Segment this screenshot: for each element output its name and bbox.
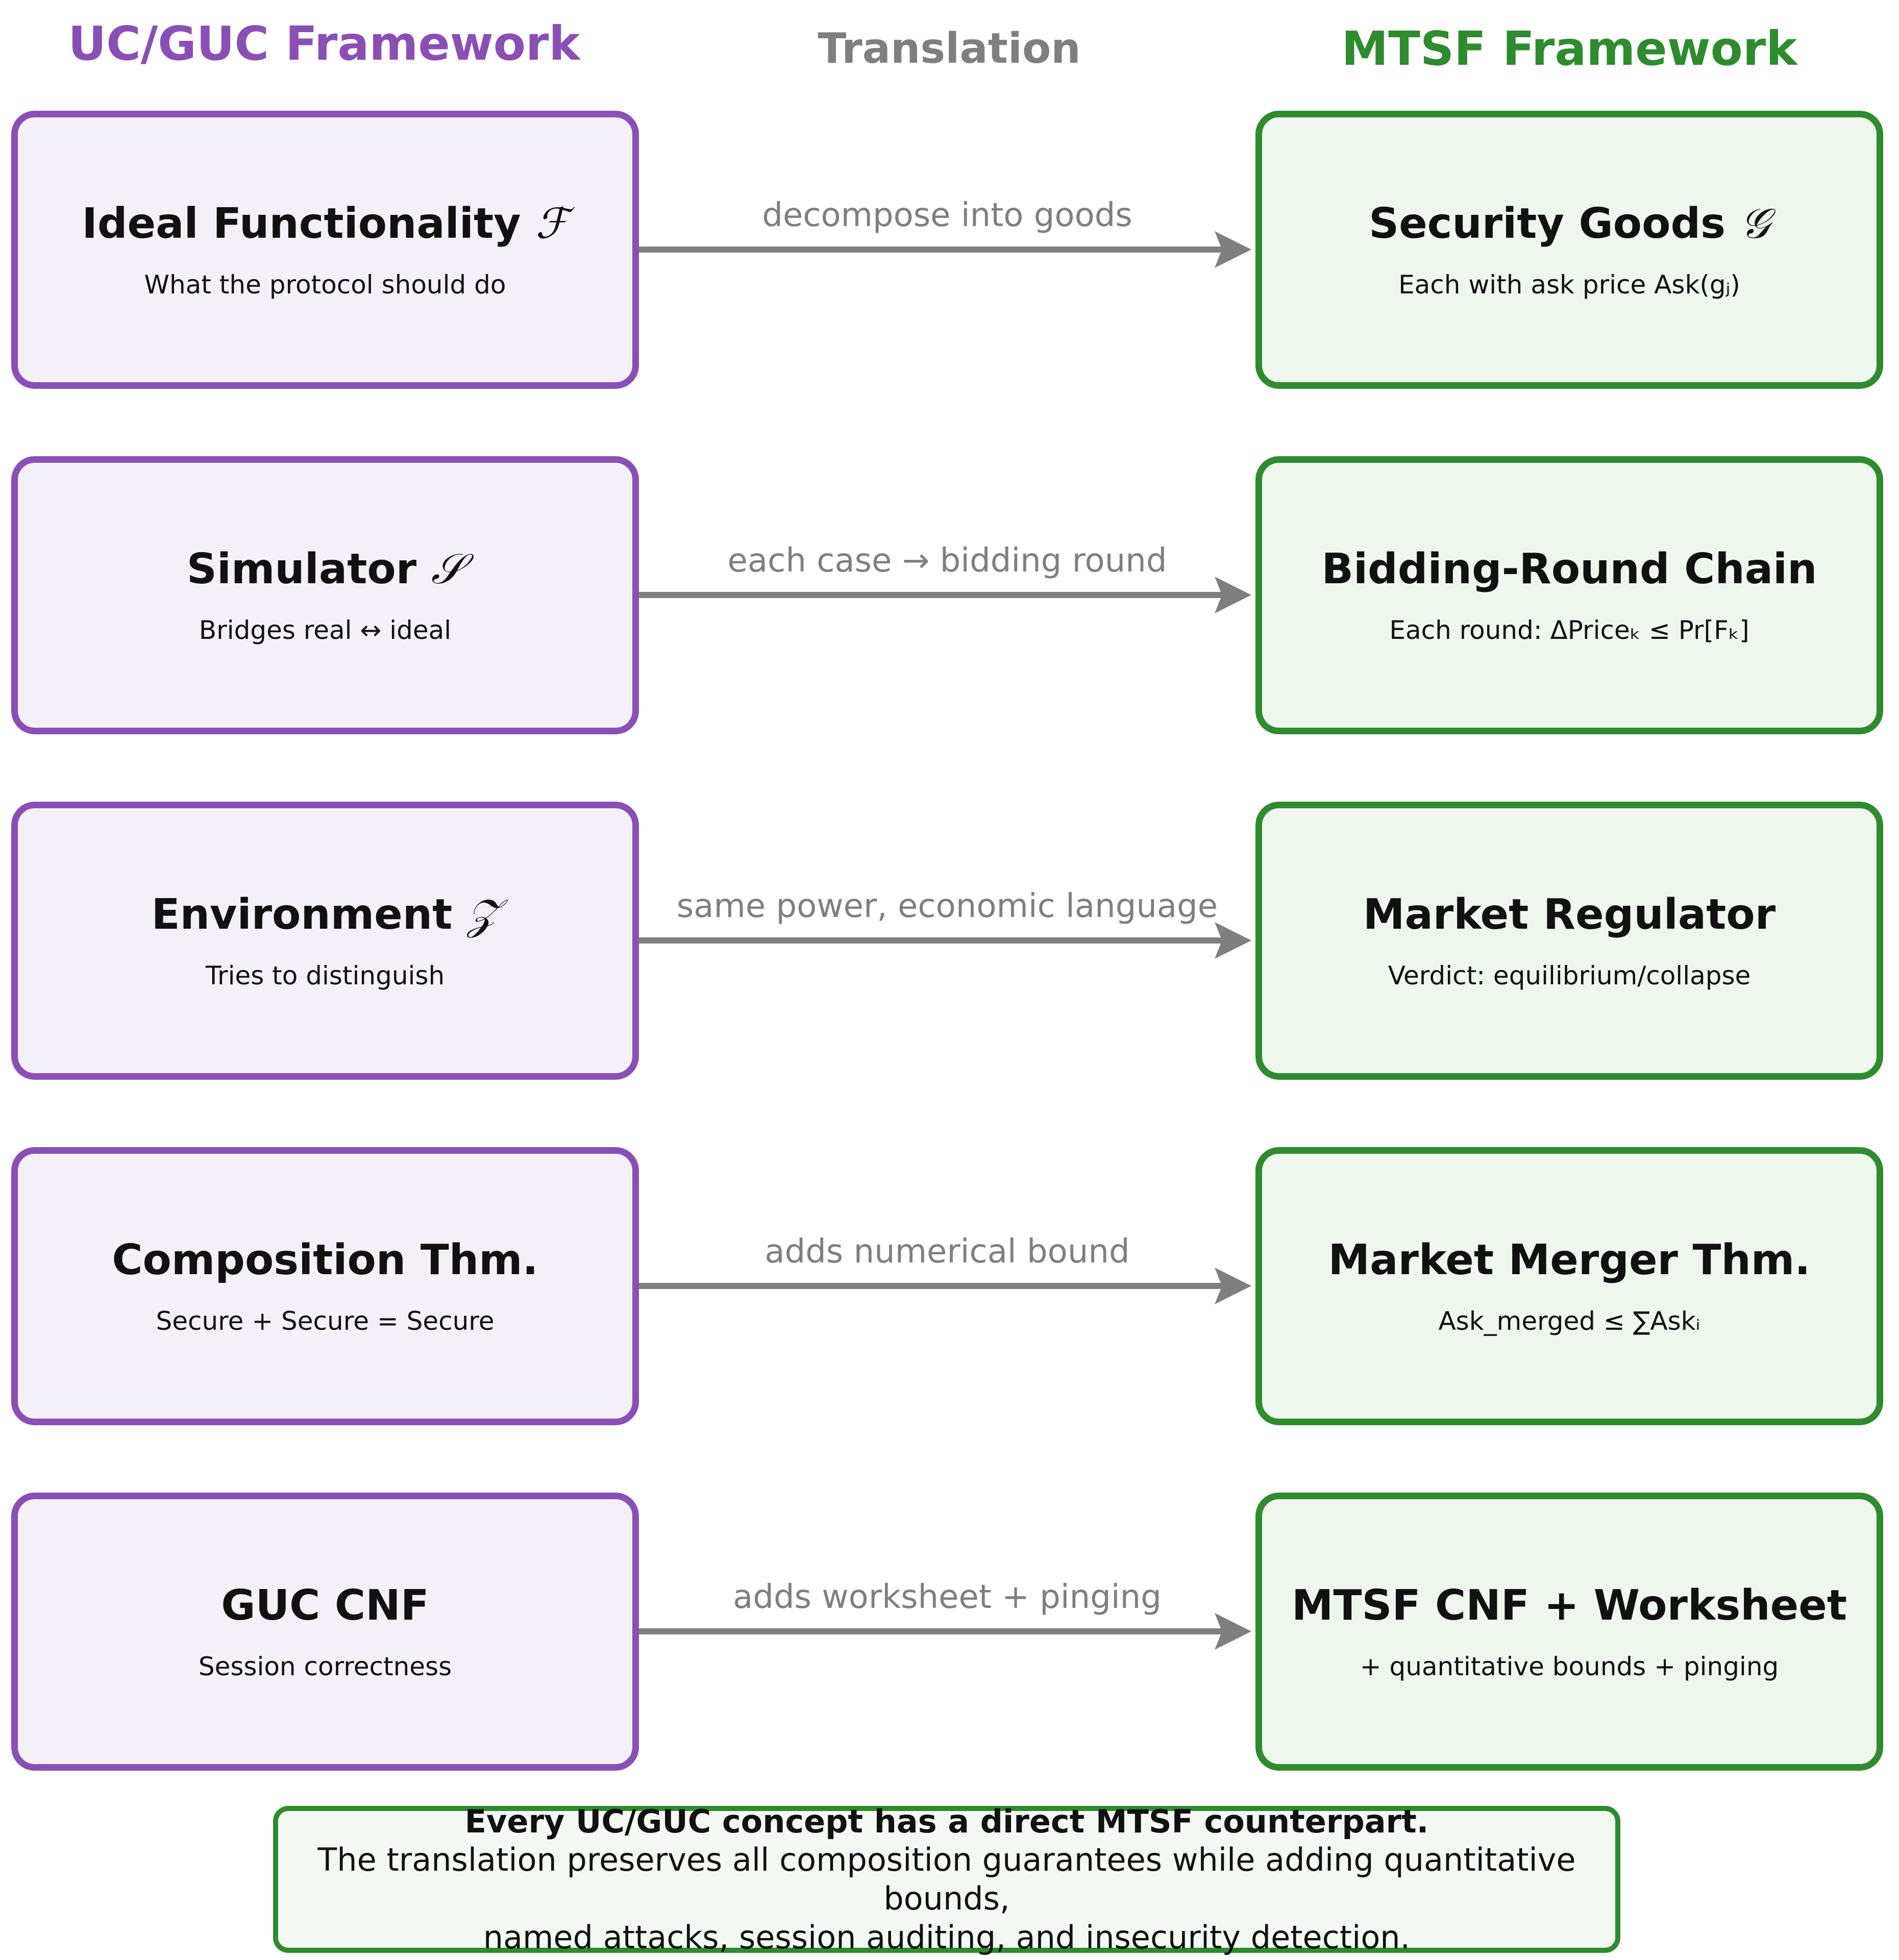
mtsf-cnf-worksheet-subtitle: + quantitative bounds + pinging: [1360, 1651, 1779, 1681]
summary-line-3: named attacks, session auditing, and ins…: [483, 1918, 1411, 1956]
ideal-functionality-box: Ideal Functionality ℱ What the protocol …: [11, 111, 639, 389]
arrow-label-row-1: decompose into goods: [762, 196, 1132, 234]
composition-thm-title: Composition Thm.: [112, 1236, 538, 1285]
uc-guc-framework-header: UC/GUC Framework: [68, 16, 580, 71]
mtsf-cnf-worksheet-title: MTSF CNF + Worksheet: [1291, 1581, 1847, 1630]
environment-subtitle: Tries to distinguish: [205, 960, 445, 990]
summary-headline: Every UC/GUC concept has a direct MTSF c…: [464, 1802, 1429, 1840]
mtsf-cnf-worksheet-box: MTSF CNF + Worksheet + quantitative boun…: [1255, 1493, 1883, 1771]
market-regulator-subtitle: Verdict: equilibrium/collapse: [1388, 960, 1751, 990]
arrow-label-row-3: same power, economic language: [676, 887, 1218, 925]
mtsf-framework-header: MTSF Framework: [1341, 21, 1797, 76]
arrow-label-row-5: adds worksheet + pinging: [733, 1578, 1162, 1616]
environment-title: Environment 𝒵: [151, 890, 499, 939]
security-goods-title: Security Goods 𝒢: [1369, 200, 1770, 249]
market-regulator-title: Market Regulator: [1363, 890, 1776, 939]
security-goods-subtitle: Each with ask price Ask(gⱼ): [1398, 269, 1740, 300]
arrow-label-row-4: adds numerical bound: [764, 1233, 1130, 1271]
simulator-title: Simulator 𝒮: [186, 545, 464, 594]
translation-header: Translation: [818, 24, 1081, 73]
security-goods-box: Security Goods 𝒢 Each with ask price Ask…: [1255, 111, 1883, 389]
summary-line-2: The translation preserves all compositio…: [317, 1841, 1576, 1917]
simulator-subtitle: Bridges real ↔ ideal: [199, 615, 452, 645]
guc-cnf-subtitle: Session correctness: [198, 1651, 452, 1681]
market-merger-thm-subtitle: Ask_merged ≤ ∑Askᵢ: [1438, 1306, 1700, 1336]
arrow-label-row-2: each case → bidding round: [727, 542, 1167, 580]
composition-thm-subtitle: Secure + Secure = Secure: [156, 1306, 495, 1336]
summary-box: Every UC/GUC concept has a direct MTSF c…: [273, 1803, 1620, 1956]
ideal-functionality-subtitle: What the protocol should do: [144, 269, 506, 300]
bidding-round-chain-box: Bidding-Round Chain Each round: ΔPriceₖ …: [1255, 456, 1883, 734]
simulator-box: Simulator 𝒮 Bridges real ↔ ideal: [11, 456, 639, 734]
market-merger-thm-box: Market Merger Thm. Ask_merged ≤ ∑Askᵢ: [1255, 1147, 1883, 1425]
composition-thm-box: Composition Thm. Secure + Secure = Secur…: [11, 1147, 639, 1425]
market-regulator-box: Market Regulator Verdict: equilibrium/co…: [1255, 802, 1883, 1080]
guc-cnf-title: GUC CNF: [221, 1581, 429, 1630]
market-merger-thm-title: Market Merger Thm.: [1328, 1236, 1811, 1285]
guc-cnf-box: GUC CNF Session correctness: [11, 1493, 639, 1771]
bidding-round-chain-subtitle: Each round: ΔPriceₖ ≤ Pr[Fₖ]: [1389, 615, 1749, 645]
ideal-functionality-title: Ideal Functionality ℱ: [82, 200, 569, 249]
environment-box: Environment 𝒵 Tries to distinguish: [11, 802, 639, 1080]
bidding-round-chain-title: Bidding-Round Chain: [1321, 545, 1817, 594]
